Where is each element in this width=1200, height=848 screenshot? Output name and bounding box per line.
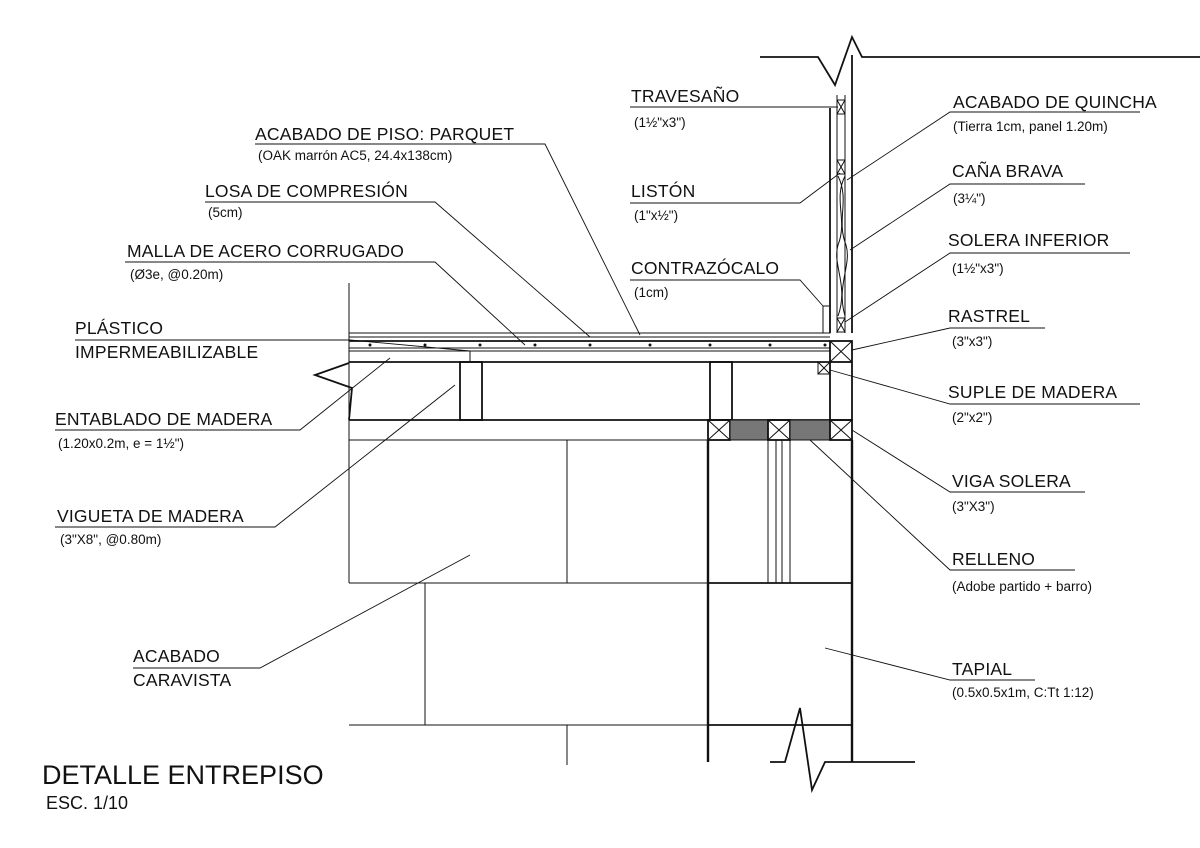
spec-malla: (Ø3e, @0.20m) xyxy=(130,267,223,282)
label-plastico-1: PLÁSTICO xyxy=(75,318,163,338)
label-contrazocalo: CONTRAZÓCALO xyxy=(631,257,779,278)
spec-suple: (2"x2") xyxy=(952,410,992,425)
label-quincha: ACABADO DE QUINCHA xyxy=(953,92,1157,112)
spec-cana: (3¼") xyxy=(953,191,986,206)
labels: TRAVESAÑO (1½"x3") LISTÓN (1"x½") CONTRA… xyxy=(55,85,1157,700)
rebar-dots xyxy=(368,343,827,347)
spec-travesano: (1½"x3") xyxy=(634,115,686,130)
spec-relleno: (Adobe partido + barro) xyxy=(952,579,1092,594)
label-acabado-piso: ACABADO DE PISO: PARQUET xyxy=(255,124,514,144)
quincha-wall xyxy=(822,55,853,334)
drawing-title: DETALLE ENTREPISO xyxy=(42,760,324,790)
spec-vigueta: (3"X8", @0.80m) xyxy=(60,532,161,547)
break-symbol-top xyxy=(760,34,1200,88)
spec-entablado: (1.20x0.2m, e = 1½") xyxy=(58,436,184,451)
adobe-wall-left xyxy=(348,420,708,765)
spec-solera-inferior: (1½"x3") xyxy=(952,261,1004,276)
label-plastico-2: IMPERMEABILIZABLE xyxy=(75,342,258,362)
joists xyxy=(459,361,733,421)
break-symbol-left xyxy=(312,362,353,421)
floor-layers xyxy=(349,332,830,363)
label-relleno: RELLENO xyxy=(952,549,1035,569)
structure xyxy=(312,34,1200,794)
label-viga-solera: VIGA SOLERA xyxy=(952,471,1071,491)
title-block: DETALLE ENTREPISO ESC. 1/10 xyxy=(42,760,324,813)
drawing-scale: ESC. 1/10 xyxy=(46,793,128,813)
leader-lines xyxy=(55,106,1140,681)
spec-viga-solera: (3"X3") xyxy=(952,499,995,514)
label-caravista-2: CARAVISTA xyxy=(133,670,232,690)
label-solera-inferior: SOLERA INFERIOR xyxy=(948,230,1110,250)
label-malla: MALLA DE ACERO CORRUGADO xyxy=(127,241,404,261)
viga-solera-row xyxy=(707,419,853,441)
label-vigueta: VIGUETA DE MADERA xyxy=(57,506,244,526)
label-cana: CAÑA BRAVA xyxy=(952,160,1063,181)
tapial-wall xyxy=(706,440,854,762)
spec-acabado-piso: (OAK marrón AC5, 24.4x138cm) xyxy=(258,148,452,163)
label-caravista-1: ACABADO xyxy=(133,646,220,666)
label-entablado: ENTABLADO DE MADERA xyxy=(55,409,273,429)
spec-tapial: (0.5x0.5x1m, C:Tt 1:12) xyxy=(952,685,1094,700)
label-rastrel: RASTREL xyxy=(948,306,1030,326)
spec-losa: (5cm) xyxy=(208,205,243,220)
label-liston: LISTÓN xyxy=(631,180,695,201)
break-symbol-bottom xyxy=(770,707,915,794)
spec-liston: (1"x½") xyxy=(634,208,678,223)
spec-rastrel: (3"x3") xyxy=(952,334,992,349)
label-losa: LOSA DE COMPRESIÓN xyxy=(205,180,408,201)
label-suple: SUPLE DE MADERA xyxy=(948,382,1117,402)
spec-contrazocalo: (1cm) xyxy=(634,285,669,300)
label-travesano: TRAVESAÑO xyxy=(631,85,739,106)
spec-quincha: (Tierra 1cm, panel 1.20m) xyxy=(953,119,1108,134)
rastrel-block xyxy=(817,340,853,420)
label-tapial: TAPIAL xyxy=(952,659,1012,679)
